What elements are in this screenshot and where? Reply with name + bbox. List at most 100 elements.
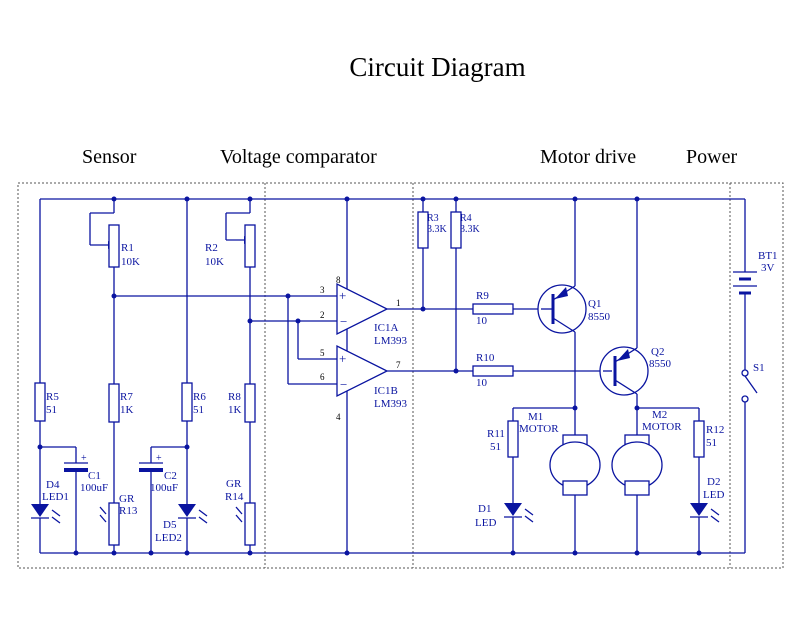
r9-ref: R9 (476, 290, 489, 302)
r6-ref: R6 (193, 391, 206, 403)
transistor-q2 (599, 346, 649, 396)
section-voltage-comparator: Voltage comparator (220, 146, 377, 168)
m2-value: MOTOR (642, 421, 682, 433)
ic1a-value: LM393 (374, 335, 408, 347)
r14-type: GR (226, 478, 242, 490)
r10-value: 10 (476, 377, 488, 389)
section-frames (17, 182, 784, 569)
motor-m1 (549, 434, 601, 496)
r3-ref: R3 (427, 213, 439, 224)
led-d2 (690, 503, 720, 523)
r14-ref: R14 (225, 491, 244, 503)
q2-value: 8550 (649, 358, 672, 370)
pin-7: 7 (396, 360, 401, 370)
page-title: Circuit Diagram (349, 52, 526, 82)
r2-value: 10K (205, 256, 224, 268)
r2-ref: R2 (205, 242, 218, 254)
r11-ref: R11 (487, 428, 505, 440)
r3-value: 3.3K (427, 224, 448, 235)
r12-ref: R12 (706, 424, 724, 436)
r4-ref: R4 (460, 213, 472, 224)
svg-text:−: − (340, 377, 347, 392)
d4-ref: D4 (46, 479, 60, 491)
pin-4: 4 (336, 412, 341, 422)
d4-value: LED1 (42, 491, 69, 503)
r7-ref: R7 (120, 391, 133, 403)
r7-value: 1K (120, 404, 134, 416)
r1-ref: R1 (121, 242, 134, 254)
motor-m2 (611, 434, 663, 496)
ic1a-ref: IC1A (374, 322, 399, 334)
r10-ref: R10 (476, 352, 495, 364)
q1-value: 8550 (588, 311, 611, 323)
section-sensor: Sensor (82, 146, 137, 168)
r8-ref: R8 (228, 391, 241, 403)
ic1b-ref: IC1B (374, 385, 398, 397)
r6-value: 51 (193, 404, 204, 416)
battery-bt1 (733, 271, 757, 295)
resistor-r5 (34, 382, 46, 422)
d1-ref: D1 (478, 503, 491, 515)
resistor-r12 (693, 420, 705, 458)
d2-ref: D2 (707, 476, 720, 488)
section-power: Power (686, 146, 738, 168)
d1-value: LED (475, 517, 496, 529)
resistor-r8 (244, 383, 256, 423)
comparator-ic1a: + − (336, 282, 389, 336)
svg-text:+: + (339, 351, 346, 366)
section-motor-drive: Motor drive (540, 146, 637, 168)
q2-ref: Q2 (651, 346, 664, 358)
potentiometer-r1 (108, 224, 120, 268)
pin-1: 1 (396, 298, 401, 308)
resistor-r6 (181, 382, 193, 422)
q1-ref: Q1 (588, 298, 601, 310)
r5-ref: R5 (46, 391, 59, 403)
svg-text:+: + (81, 453, 87, 464)
r8-value: 1K (228, 404, 242, 416)
pin-5: 5 (320, 348, 325, 358)
pin-6: 6 (320, 372, 325, 382)
s1-ref: S1 (753, 362, 765, 374)
m1-ref: M1 (528, 411, 543, 423)
photoresistor-r14 (244, 502, 256, 546)
m1-value: MOTOR (519, 423, 559, 435)
pin-8: 8 (336, 275, 341, 285)
resistor-r7 (108, 383, 120, 423)
potentiometer-r2 (244, 224, 256, 268)
bt1-ref: BT1 (758, 250, 778, 262)
capacitor-c2 (139, 462, 163, 472)
svg-text:+: + (339, 288, 346, 303)
comparator-ic1b: + − (336, 344, 389, 398)
c1-ref: C1 (88, 470, 101, 482)
r1-value: 10K (121, 256, 140, 268)
d5-ref: D5 (163, 519, 177, 531)
c2-value: 100uF (150, 482, 178, 494)
r11-value: 51 (490, 441, 501, 453)
bt1-value: 3V (761, 262, 775, 274)
led-d4 (31, 504, 61, 524)
pin-3: 3 (320, 285, 325, 295)
r5-value: 51 (46, 404, 57, 416)
svg-text:−: − (340, 314, 347, 329)
pin-2: 2 (320, 310, 325, 320)
c2-ref: C2 (164, 470, 177, 482)
led-d1 (504, 503, 534, 523)
d5-value: LED2 (155, 532, 182, 544)
svg-text:+: + (156, 453, 162, 464)
r9-value: 10 (476, 315, 488, 327)
r4-value: 3.3K (460, 224, 481, 235)
led-d5 (178, 504, 208, 524)
m2-ref: M2 (652, 409, 667, 421)
r13-type: GR (119, 493, 135, 505)
r12-value: 51 (706, 437, 717, 449)
resistor-r9 (472, 303, 514, 315)
ic1b-value: LM393 (374, 398, 408, 410)
resistor-r11 (507, 420, 519, 458)
c1-value: 100uF (80, 482, 108, 494)
junction-dots (37, 196, 702, 556)
r13-ref: R13 (119, 505, 138, 517)
transistor-q1 (537, 284, 587, 334)
photoresistor-r13 (108, 502, 120, 546)
resistor-r10 (472, 365, 514, 377)
